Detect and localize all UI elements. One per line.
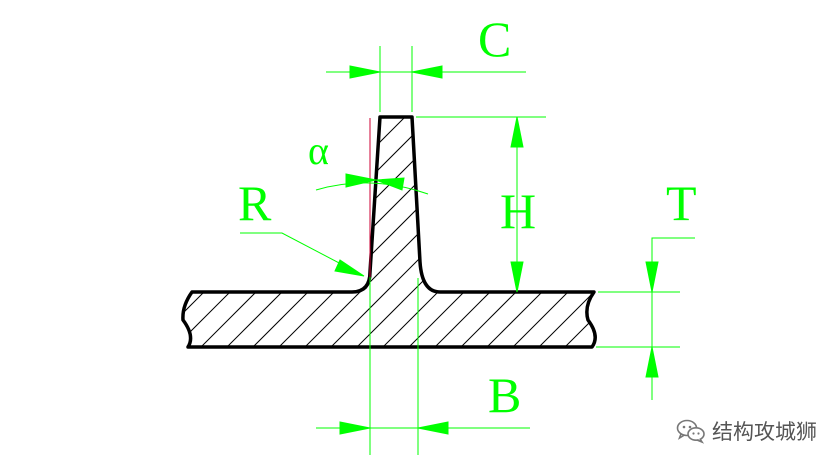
hatch-line (0, 0, 158, 467)
hatch-line (182, 117, 367, 347)
hatch-line (0, 0, 106, 467)
watermark: 结构攻城狮 (676, 416, 817, 446)
hatch-line (182, 117, 393, 347)
dimension-b-label: B (488, 367, 521, 423)
dimension-c-label: C (478, 11, 511, 67)
dimension-t-label: T (666, 175, 697, 231)
hatch-line (182, 117, 471, 347)
hatch-line (0, 0, 80, 467)
dimension-h (416, 116, 546, 293)
hatch-line (0, 0, 132, 467)
dimension-r-label: R (238, 175, 272, 231)
dimension-b (316, 277, 530, 455)
hatch-line (182, 117, 263, 347)
hatch-line (182, 117, 596, 347)
hatch-line (182, 117, 185, 347)
hatch-line (233, 117, 596, 347)
dimension-c (326, 46, 526, 112)
hatch-line (182, 117, 523, 347)
wechat-icon (676, 419, 705, 444)
hatch-line (182, 117, 445, 347)
dimension-alpha (315, 173, 429, 195)
hatch-line (182, 117, 341, 347)
hatch-line (415, 117, 596, 347)
watermark-text: 结构攻城狮 (712, 420, 817, 444)
dimension-r (240, 232, 365, 277)
hatch-line (182, 117, 211, 347)
hatch-line (311, 117, 596, 347)
hatch-line (182, 117, 549, 347)
dimension-h-label: H (500, 183, 536, 239)
dimension-t (596, 237, 695, 400)
hatch-line (389, 117, 596, 347)
hatch-line (182, 117, 237, 347)
hatch-line (337, 117, 596, 347)
dimension-alpha-label: α (308, 128, 329, 173)
